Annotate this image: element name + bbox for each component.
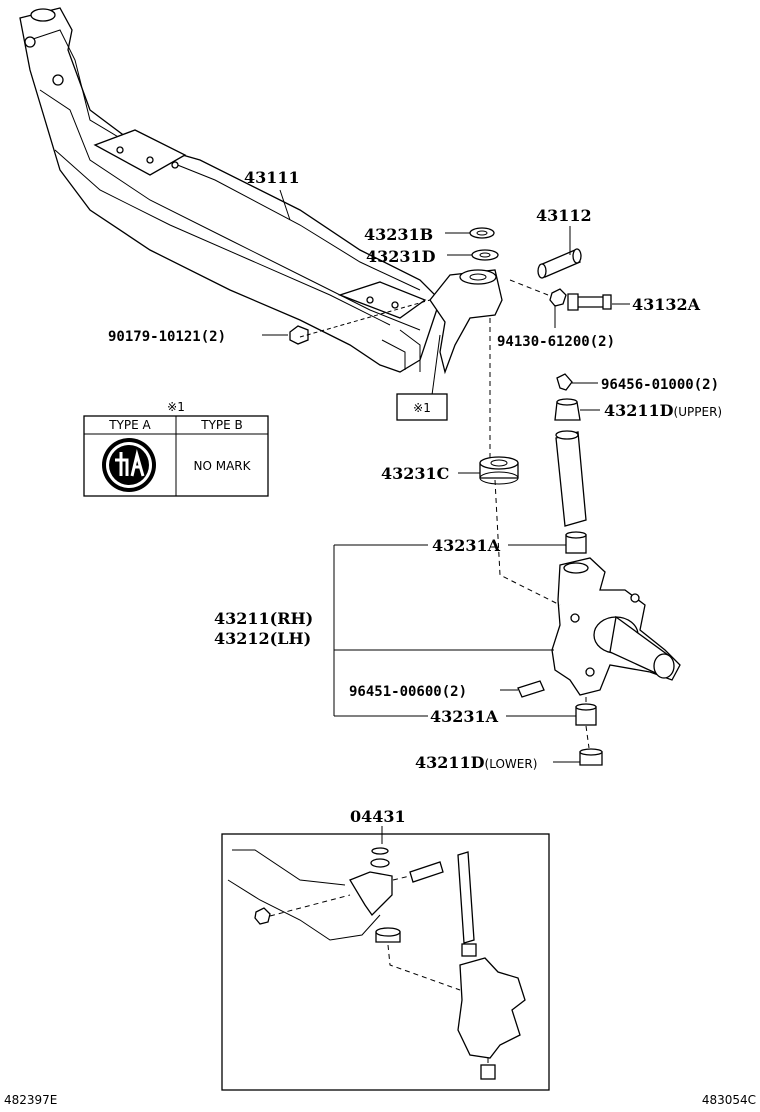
bolt-43132a [567,293,612,311]
label-grease-fitting-upper: 96456-01000(2) [601,377,719,393]
assembly-lines [489,279,590,749]
grease-fitting-upper [556,373,573,391]
type-b-value: NO MARK [193,459,251,473]
cap-lower [579,748,603,766]
label-shim-b: 43231B [364,225,433,244]
label-cap-lower-group: 43211D(LOWER) [415,753,537,772]
footer-left-code: 482397E [4,1093,57,1107]
nut-90179 [289,325,309,345]
type-table: ※1 TYPE A TYPE B NO MARK [83,400,269,497]
bearing-43231c [479,456,519,485]
cap-upper [554,398,581,421]
label-grease-fitting-lower: 96451-00600(2) [349,684,467,700]
axle-beam [19,7,441,373]
marker-box: ※1 [396,393,448,421]
leader-lines [262,189,630,763]
king-pin [555,430,587,527]
bushing-lower [575,703,597,726]
label-bolt: 43132A [632,295,701,314]
part-labels: 43111 43112 43231B 43231D 43132A 90179-1… [108,168,722,826]
label-king-pin-key: 43112 [536,206,592,225]
bushing-upper [565,531,587,554]
label-knuckle-lh: 43212(LH) [214,629,311,648]
svg-text:※1: ※1 [413,401,431,415]
shim-43231b [469,227,495,239]
label-kit: 04431 [350,807,406,826]
label-axle-beam: 43111 [244,168,300,187]
label-bushing-upper: 43231A [432,536,501,555]
king-pin-key-43112 [537,248,582,279]
kit-box [221,826,550,1091]
grease-fitting-lower [517,680,545,698]
beam-knuckle-arm [429,269,503,375]
nut-94130 [549,288,567,307]
footer-right-code: 483054C [702,1093,756,1107]
label-shim-d: 43231D [366,247,436,266]
steering-knuckle [551,557,681,696]
label-bearing-c: 43231C [381,464,449,483]
label-knuckle-rh: 43211(RH) [214,609,313,628]
type-a-header: TYPE A [108,418,151,432]
label-nut-left: 90179-10121(2) [108,329,226,345]
label-nut-right: 94130-61200(2) [497,334,615,350]
type-a-logo [102,438,156,492]
type-table-marker: ※1 [167,400,185,414]
type-b-header: TYPE B [200,418,243,432]
shim-43231d [471,249,499,261]
label-cap-upper-group: 43211D(UPPER) [604,401,722,420]
label-bushing-lower: 43231A [430,707,499,726]
